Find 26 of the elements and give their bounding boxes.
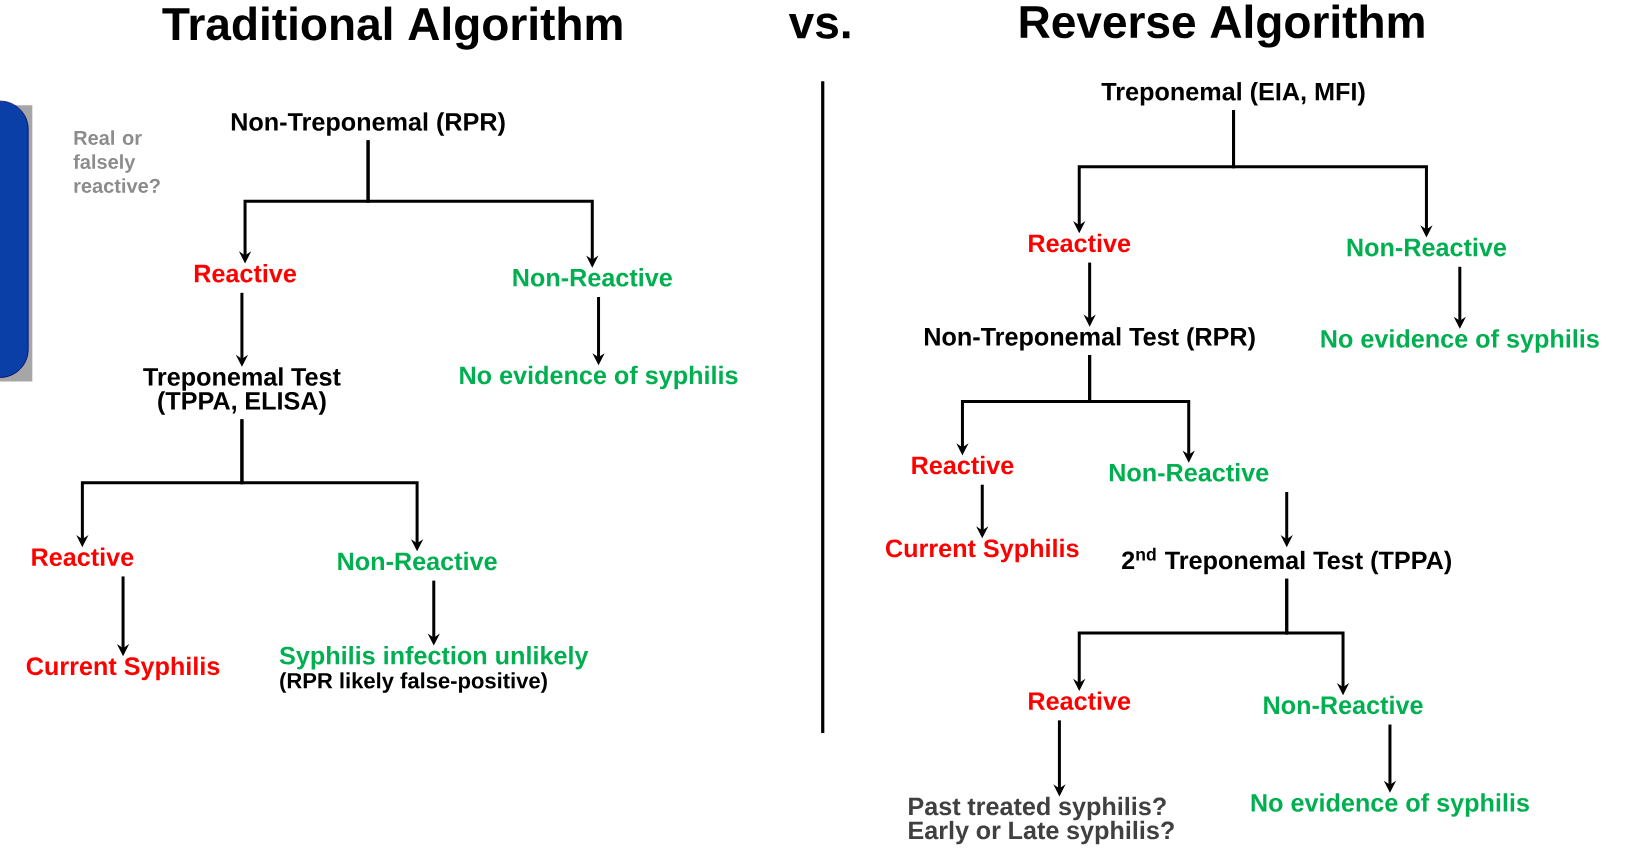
result-text: Reactive <box>1029 233 1131 253</box>
heading: vs. <box>788 13 850 39</box>
test-label: Treponemal Test (TPPA, ELISA) <box>143 367 341 415</box>
result-text: Current Syphilis <box>26 656 220 681</box>
test-label: Treponemal (EIA, MFI) <box>1101 82 1365 106</box>
result-text: Reactive <box>32 547 134 567</box>
test-label: 2$^{nd}$ Treponemal Test (TPPA) <box>1122 547 1451 575</box>
result-text: No evidence of syphilis <box>1321 329 1599 353</box>
result-text: No evidence of syphilis <box>1251 793 1529 817</box>
result-text: Current Syphilis <box>886 538 1079 563</box>
result-text: Non-Reactive <box>1264 695 1423 715</box>
result-text: Reactive <box>1029 691 1131 711</box>
test-label: Non-Treponemal (RPR) <box>231 112 505 136</box>
result-text: Syphilis infection unlikely (RPR likely false-positive) <box>279 646 589 693</box>
callout-text: Real or falsely reactive? <box>73 130 160 194</box>
test-label: Non-Treponemal Test (RPR) <box>925 327 1255 351</box>
result-text: Reactive <box>194 264 296 283</box>
result-text: Past treated syphilis? Early or Late syphilis? <box>909 797 1174 845</box>
heading: Traditional Algorithm <box>162 6 622 50</box>
result-text: Non-Reactive <box>513 268 672 287</box>
result-text: Reactive <box>912 455 1014 475</box>
result-text: No evidence of syphilis <box>460 365 738 390</box>
result-text: Non-Reactive <box>1347 238 1507 257</box>
result-text: Non-Reactive <box>1109 463 1269 482</box>
heading: Reverse Algorithm <box>1020 4 1424 48</box>
result-text: Non-Reactive <box>338 551 497 571</box>
